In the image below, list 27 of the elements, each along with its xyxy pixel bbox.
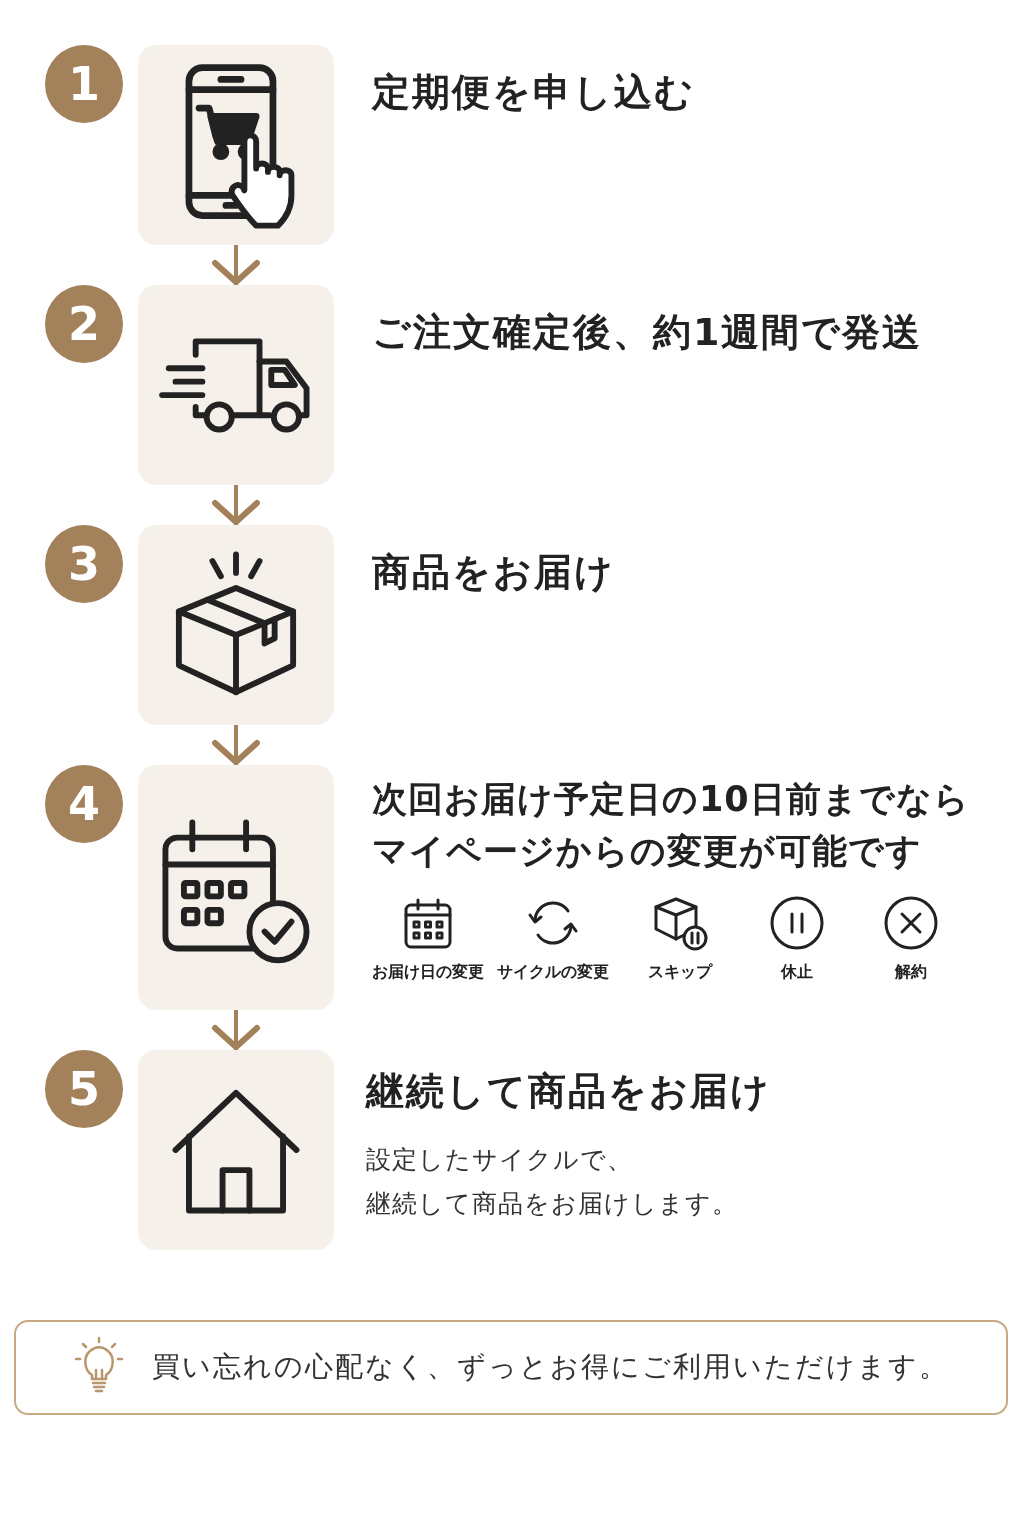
step-title: 次回お届け予定日の10日前までならマイページからの変更が可能です bbox=[372, 778, 971, 873]
note-text: 買い忘れの心配なく、ずっとお得にご利用いただけます。 bbox=[152, 1349, 949, 1385]
note-box bbox=[14, 1320, 1008, 1415]
step-number: 4 bbox=[45, 765, 123, 843]
step-number: 1 bbox=[45, 45, 123, 123]
icon-tile bbox=[138, 1050, 334, 1250]
arrow bbox=[212, 485, 260, 525]
arrow bbox=[212, 245, 260, 285]
step-number: 3 bbox=[45, 525, 123, 603]
icon-caption: 解約 bbox=[895, 962, 927, 983]
step-title: ご注文確定後、約1週間で発送 bbox=[372, 309, 923, 356]
icon-tile bbox=[138, 765, 334, 1010]
arrow bbox=[212, 1010, 260, 1050]
step-title: 商品をお届け bbox=[372, 549, 615, 596]
icon-caption: 休止 bbox=[781, 962, 813, 983]
icon-caption: サイクルの変更 bbox=[497, 962, 609, 983]
icon-tile bbox=[138, 285, 334, 485]
step-number: 5 bbox=[45, 1050, 123, 1128]
step-title: 定期便を申し込む bbox=[372, 69, 695, 116]
arrow bbox=[212, 725, 260, 765]
step-number: 2 bbox=[45, 285, 123, 363]
icon-tile bbox=[138, 45, 334, 245]
step-title: 継続して商品をお届け bbox=[366, 1068, 771, 1115]
icon-caption: スキップ bbox=[648, 962, 712, 983]
icon-tile bbox=[138, 525, 334, 725]
step-description: 設定したサイクルで、継続して商品をお届けします。 bbox=[366, 1144, 739, 1220]
icon-caption: お届け日の変更 bbox=[372, 962, 484, 983]
